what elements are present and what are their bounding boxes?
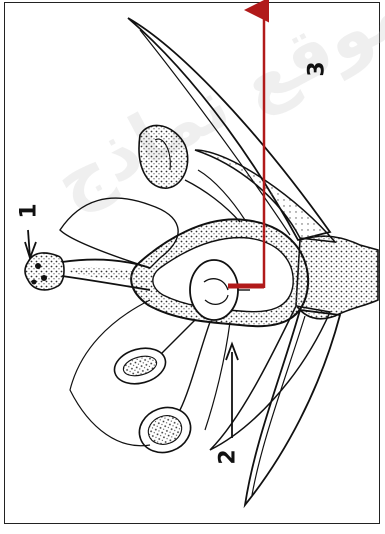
label-3: 3 <box>307 61 329 76</box>
petal-lower-mid <box>210 306 330 450</box>
filament-upper-2 <box>198 170 245 220</box>
ovule <box>190 260 238 320</box>
filament-lower-1 <box>160 320 195 355</box>
filament-lower-3 <box>205 322 230 430</box>
stigma <box>25 253 64 290</box>
label-2: 2 <box>218 449 240 464</box>
anther-upper <box>139 125 188 188</box>
anther-lower-1 <box>110 343 169 389</box>
sepal-left <box>60 198 178 268</box>
petal-bottom <box>245 310 340 505</box>
anther-lower-2 <box>133 400 197 459</box>
label-1: 1 <box>19 203 41 218</box>
filament-lower-2 <box>180 322 210 410</box>
